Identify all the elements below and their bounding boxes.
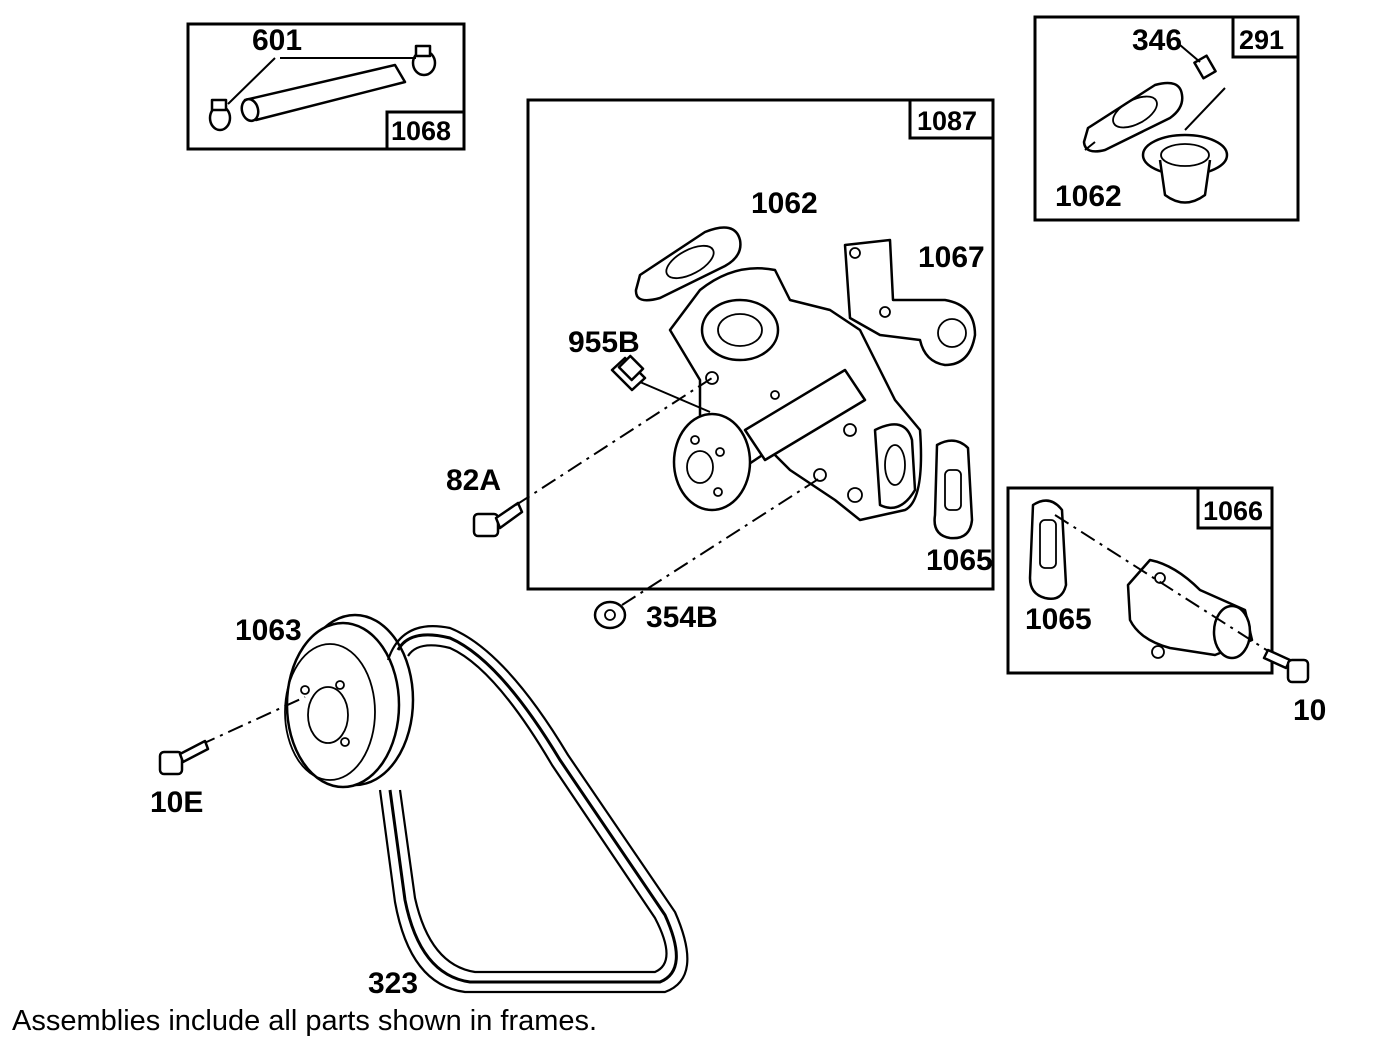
- hose-assembly-frame: 1068 601: [186, 22, 466, 151]
- thermostat-gasket: [1082, 81, 1184, 153]
- elbow-assembly-tag: 1066: [1203, 496, 1263, 526]
- belt-label: 323: [368, 967, 418, 1000]
- hose-clamps-label: 601: [252, 24, 302, 57]
- assemblies-note: Assemblies include all parts shown in fr…: [12, 1005, 597, 1037]
- plug: [610, 354, 647, 392]
- plug-label: 955B: [568, 326, 640, 359]
- pump-nut-label: 354B: [646, 601, 718, 634]
- hose-clamp-right: [411, 44, 437, 77]
- pump-outlet-gasket-label: 1065: [926, 544, 993, 577]
- hose-assembly-tag: 1068: [391, 116, 451, 146]
- thermostat: [1141, 133, 1229, 204]
- pump-bolt-label: 82A: [446, 464, 501, 497]
- elbow-bolt-label: 10: [1293, 694, 1326, 727]
- elbow-outlet: [1126, 558, 1254, 660]
- elbow-bolt: [1262, 648, 1310, 684]
- pump-outlet-gasket: [933, 439, 974, 540]
- pump-side-gasket: [843, 238, 977, 367]
- pump-nut: [593, 600, 627, 630]
- pump-bolt: [472, 501, 524, 538]
- thermostat-assembly-tag: 291: [1239, 25, 1284, 55]
- pulley: [284, 613, 415, 789]
- hose-clamp-left: [208, 98, 232, 132]
- pump-gasket-top-label: 1062: [751, 187, 818, 220]
- water-pump-body: [668, 266, 923, 522]
- drive-belt: [378, 624, 689, 994]
- elbow-assembly-frame: 1066 1065: [1006, 486, 1291, 675]
- thermostat-assembly-frame: 291 346 1062: [1033, 15, 1300, 222]
- pump-top-gasket: [634, 226, 742, 302]
- thermostat-bolt-label: 346: [1132, 24, 1182, 57]
- thermostat-gasket-label: 1062: [1055, 180, 1122, 213]
- pump-assembly-frame: 1087 1062 1067 955B 1065: [526, 98, 995, 591]
- elbow-gasket: [1028, 499, 1068, 600]
- pump-assembly-tag: 1087: [917, 106, 977, 136]
- pulley-bolt: [158, 739, 210, 776]
- pump-gasket-side-label: 1067: [918, 241, 985, 274]
- hose: [240, 63, 407, 123]
- pulley-label: 1063: [235, 614, 302, 647]
- elbow-gasket-label: 1065: [1025, 603, 1092, 636]
- pulley-bolt-label: 10E: [150, 786, 203, 819]
